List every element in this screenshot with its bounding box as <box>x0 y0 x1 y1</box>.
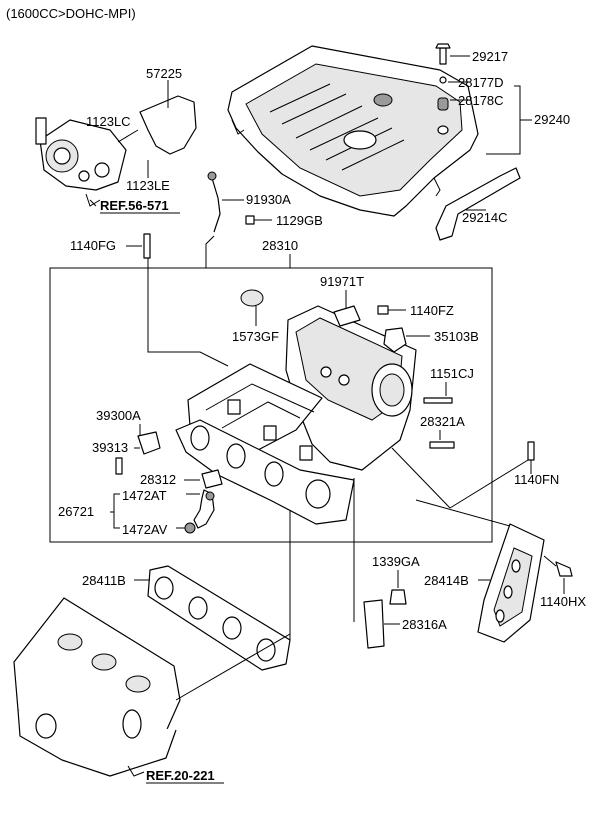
fitting-28312-illustration <box>201 469 223 489</box>
label-91971T: 91971T <box>320 274 364 289</box>
sensor-wire-illustration <box>211 177 221 233</box>
label-28178C: 28178C <box>458 93 504 108</box>
label-57225: 57225 <box>146 66 182 81</box>
screw-39313-illustration <box>115 457 123 475</box>
label-1140FZ: 1140FZ <box>410 303 454 318</box>
label-28411B: 28411B <box>82 573 126 588</box>
intake-manifold-illustration <box>175 305 417 525</box>
bolt-1140FG-illustration <box>143 233 151 259</box>
stud-1151CJ-illustration <box>423 397 453 404</box>
label-28316A: 28316A <box>402 617 447 632</box>
label-28321A: 28321A <box>420 414 465 429</box>
label-1339GA: 1339GA <box>372 554 420 569</box>
label-29214C: 29214C <box>462 210 508 225</box>
label-28310: 28310 <box>262 238 298 253</box>
label-91930A: 91930A <box>246 192 291 207</box>
stay-28414B-illustration <box>477 523 545 643</box>
label-1123LE: 1123LE <box>126 178 170 193</box>
label-26721: 26721 <box>58 504 94 519</box>
label-1472AT: 1472AT <box>122 488 167 503</box>
bolt-1140HX-illustration <box>555 561 573 577</box>
label-1123LC: 1123LC <box>86 114 131 129</box>
label-35103B: 35103B <box>434 329 479 344</box>
label-29240: 29240 <box>534 112 570 127</box>
gasket-28411B-illustration <box>147 565 291 671</box>
label-39300A: 39300A <box>96 408 141 423</box>
engine-cover-illustration <box>227 45 479 217</box>
bracket-28316A-illustration <box>363 599 385 649</box>
diagram-title: (1600CC>DOHC-MPI) <box>6 6 136 21</box>
label-29217: 29217 <box>472 49 508 64</box>
nut-1339GA-illustration <box>389 589 407 605</box>
cap-1573GF-illustration <box>240 289 264 307</box>
cover-bolt-stack <box>435 43 470 135</box>
label-1140HX: 1140HX <box>540 594 586 609</box>
label-1140FN: 1140FN <box>514 472 559 487</box>
throttle-bracket-illustration <box>139 95 197 155</box>
sensor-35103B-illustration <box>383 327 407 353</box>
bolt-28321A-illustration <box>429 441 455 449</box>
intake-manifold-frame <box>49 267 493 543</box>
clip-91971T-illustration <box>333 305 361 327</box>
label-1140FG: 1140FG <box>70 238 116 253</box>
label-1573GF: 1573GF <box>232 329 279 344</box>
ref-20-221[interactable]: REF.20-221 <box>146 768 215 783</box>
throttle-body-illustration <box>35 117 127 191</box>
label-28177D: 28177D <box>458 75 504 90</box>
label-1151CJ: 1151CJ <box>430 366 474 381</box>
ref-56-571[interactable]: REF.56-571 <box>100 198 169 213</box>
sensor-39300A-illustration <box>137 431 161 455</box>
cover-bracket-illustration <box>435 167 521 241</box>
label-28414B: 28414B <box>424 573 469 588</box>
cylinder-head-illustration <box>13 597 181 777</box>
label-1472AV: 1472AV <box>122 522 168 537</box>
bolt-1140FN-illustration <box>527 441 535 461</box>
label-1129GB: 1129GB <box>276 213 323 228</box>
label-39313: 39313 <box>92 440 128 455</box>
label-28312: 28312 <box>140 472 176 487</box>
